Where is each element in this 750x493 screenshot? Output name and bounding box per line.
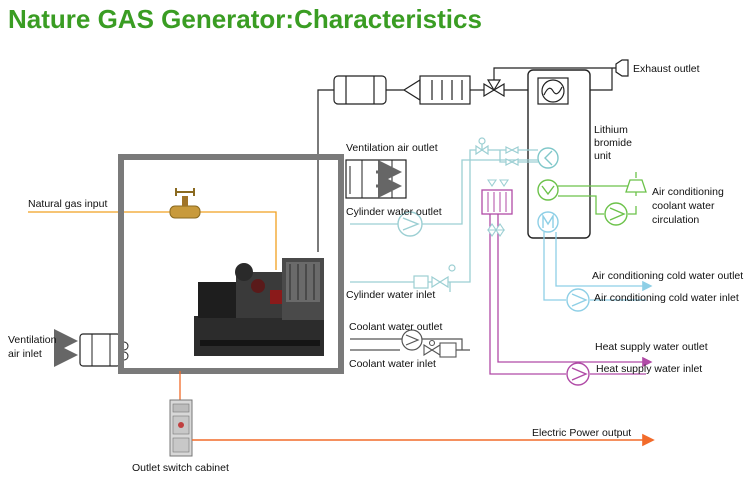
ventilation-inlet-arrows bbox=[54, 329, 78, 367]
mixing-valve-icon bbox=[475, 137, 519, 166]
gas-line bbox=[28, 211, 277, 270]
heat-supply-inlet-label: Heat supply water inlet bbox=[596, 363, 703, 375]
heat-exchanger-icon bbox=[537, 77, 569, 105]
exhaust-outlet-label: Exhaust outlet bbox=[633, 63, 700, 75]
cylinder-water-outlet-label: Cylinder water outlet bbox=[346, 206, 442, 218]
ac-coolant-label-1: Air conditioning bbox=[652, 186, 724, 198]
ac-cold-outlet-label: Air conditioning cold water outlet bbox=[592, 270, 744, 282]
outlet-switch-cabinet-label: Outlet switch cabinet bbox=[132, 462, 229, 474]
exhaust-filter bbox=[402, 75, 471, 105]
plate-heat-exchanger bbox=[481, 189, 513, 215]
ventilation-air-inlet-label-2: air inlet bbox=[8, 348, 42, 360]
ac-coolant-pump bbox=[604, 202, 628, 226]
ventilation-air-inlet-label-1: Ventilation bbox=[8, 334, 57, 346]
lithium-label-3: unit bbox=[594, 150, 611, 162]
ventilation-outlet-arrows bbox=[376, 160, 402, 198]
cooling-tower bbox=[625, 172, 647, 193]
gas-valve-icon bbox=[169, 188, 201, 219]
heat-valves bbox=[486, 179, 510, 237]
ac-coolant-label-2: coolant water bbox=[652, 200, 715, 212]
ventilation-outlet-unit bbox=[345, 159, 407, 199]
heat-supply-line bbox=[489, 214, 653, 375]
exhaust-line bbox=[317, 67, 616, 252]
heat-supply-outlet-label: Heat supply water outlet bbox=[595, 341, 708, 353]
heat-supply-pump bbox=[566, 362, 590, 386]
coolant-water-inlet-label: Coolant water inlet bbox=[349, 358, 436, 370]
lithium-label-1: Lithium bbox=[594, 124, 628, 136]
generator-set-icon bbox=[194, 258, 324, 356]
page-title: Nature GAS Generator:Characteristics bbox=[8, 4, 482, 34]
coolant-pump bbox=[401, 329, 423, 351]
ac-cold-inlet-label: Air conditioning cold water inlet bbox=[594, 292, 739, 304]
exchanger-ac-cold bbox=[537, 211, 559, 233]
lithium-label-2: bromide bbox=[594, 137, 632, 149]
silencer bbox=[333, 75, 387, 105]
coolant-water-outlet-label: Coolant water outlet bbox=[349, 321, 443, 333]
cylinder-inlet-valve-icon bbox=[413, 264, 456, 289]
ac-cold-pump bbox=[566, 288, 590, 312]
pump-icon bbox=[397, 211, 423, 237]
exchanger-ac-coolant bbox=[537, 179, 559, 201]
exchanger-cylinder bbox=[537, 147, 559, 169]
natural-gas-input-label: Natural gas input bbox=[28, 198, 108, 210]
ac-coolant-label-3: circulation bbox=[652, 214, 700, 226]
exhaust-outlet-icon bbox=[615, 59, 629, 77]
electric-power-output-label: Electric Power output bbox=[532, 427, 632, 439]
generator-room bbox=[118, 154, 344, 374]
cylinder-water-inlet-label: Cylinder water inlet bbox=[346, 289, 436, 301]
ventilation-air-outlet-label: Ventilation air outlet bbox=[346, 142, 438, 154]
switch-cabinet-icon bbox=[169, 399, 193, 457]
three-way-valve-icon bbox=[483, 79, 505, 98]
coolant-valve-icon bbox=[423, 339, 457, 358]
ac-cold-water-line bbox=[543, 232, 653, 301]
